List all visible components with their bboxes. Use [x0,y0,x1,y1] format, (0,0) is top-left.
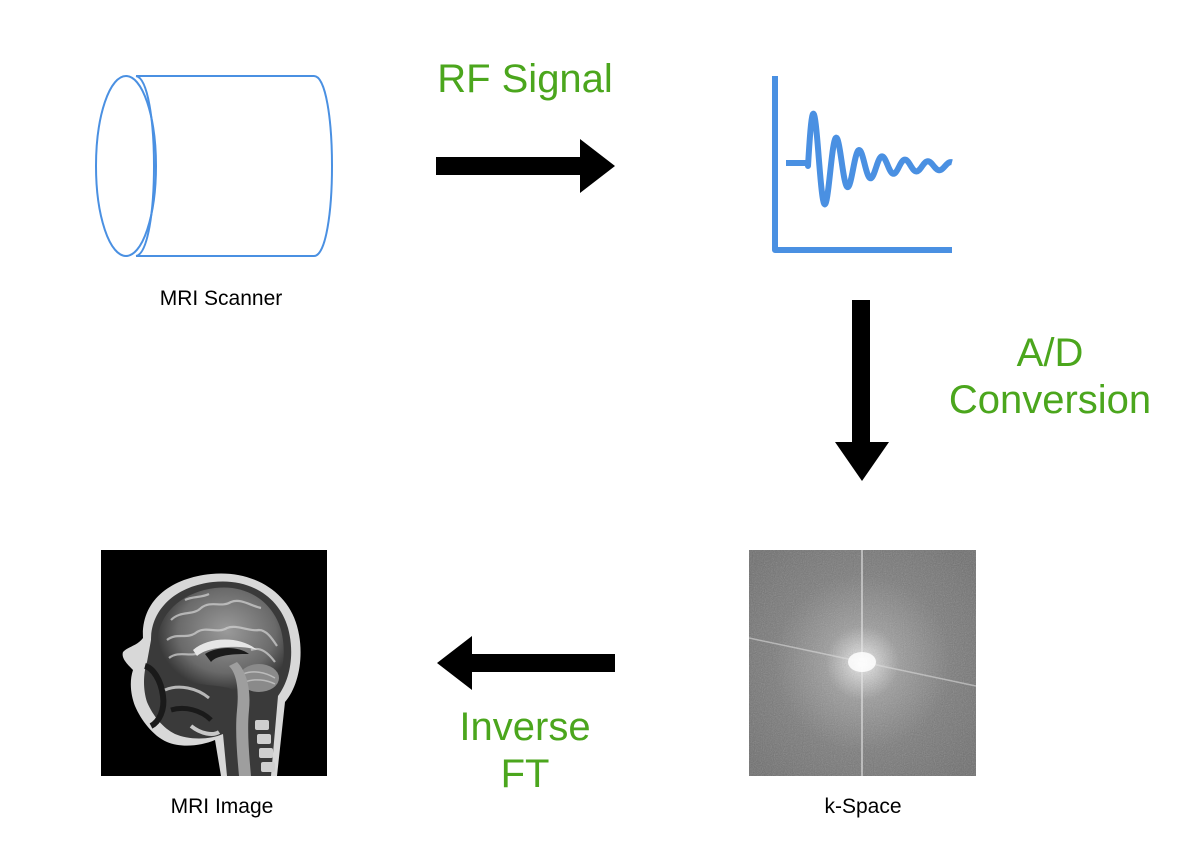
mri-head-image [101,550,327,776]
arrow-left-icon [436,635,616,691]
k-space-node [749,550,976,776]
arrow-down-icon [834,300,890,482]
inverse-ft-label: Inverse FT [415,704,635,798]
rf-signal-node [766,72,956,258]
rf-signal-label-line: RF Signal [437,57,613,101]
inverse-ft-label-line: FT [500,752,550,796]
ad-conversion-label-line: A/D [1016,331,1084,375]
arrow-right-icon [436,138,616,194]
mri-image-caption: MRI Image [170,795,274,818]
k-space-caption: k-Space [824,795,902,818]
rf-signal-waveform-icon [772,76,955,253]
mri-scanner-caption: MRI Scanner [159,287,283,310]
rf-signal-label: RF Signal [415,56,635,103]
mri-scanner-node [90,70,340,265]
inverse-ft-label-line: Inverse [459,705,591,749]
ad-conversion-label-line: Conversion [948,378,1152,422]
mri-scanner-cylinder-icon [95,75,333,257]
k-space-image [749,550,976,776]
ad-conversion-label: A/D Conversion [940,330,1160,424]
mri-image-node [101,550,327,776]
